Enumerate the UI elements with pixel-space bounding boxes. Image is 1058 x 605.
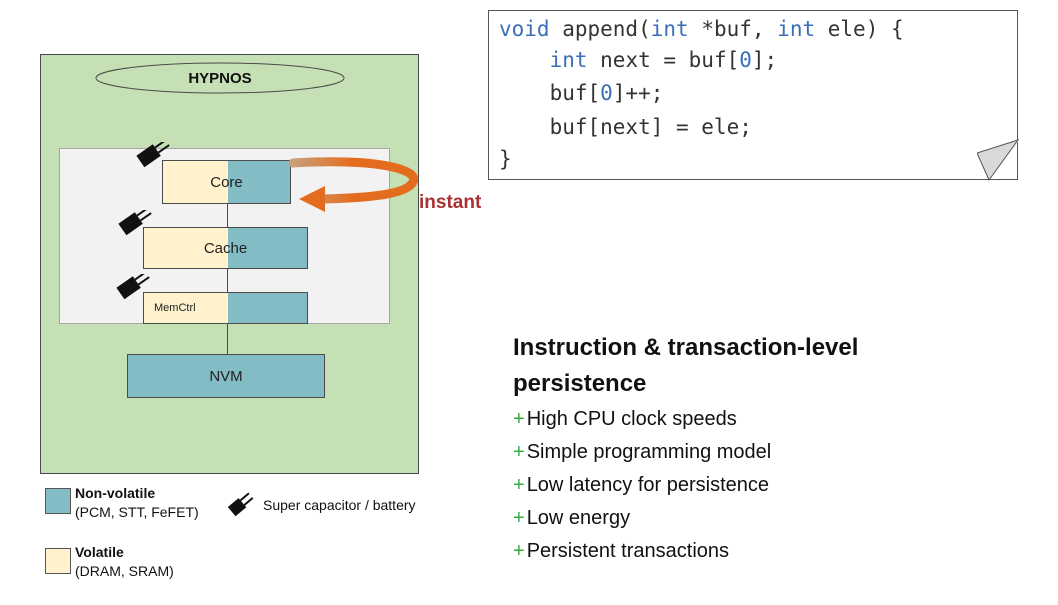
plus-icon: + [513,441,525,463]
code-line-5: } [499,147,512,171]
code-token: ]++; [612,81,664,105]
code-token: 0 [739,48,752,72]
instant-arrow-icon [288,157,419,212]
capacitor-icon-cache [118,210,152,236]
plus-icon: + [513,408,525,430]
volatile-swatch [45,548,71,574]
capacitor-icon-memctrl [116,274,150,300]
code-line-3: buf[0]++; [499,81,664,105]
code-line-4: buf[next] = ele; [499,115,752,139]
code-token: int [650,17,689,41]
nonvolatile-detail: (PCM, STT, FeFET) [75,504,199,520]
code-token: int [549,48,588,72]
code-line-2: int next = buf[0]; [499,48,778,72]
code-line-1: void append(int *buf, int ele) { [499,17,904,41]
feature-text: Low energy [526,507,631,529]
code-token: next = buf[ [587,48,740,72]
cache-label: Cache [203,239,248,257]
code-token: ele) { [815,17,904,41]
nonvolatile-legend: Non-volatile (PCM, STT, FeFET) [75,484,199,522]
memctrl-nvm-link [227,324,228,354]
code-token: 0 [600,81,613,105]
code-token: buf[ [499,81,601,105]
cache-memctrl-link [227,269,228,292]
code-token: buf[next] = ele; [499,115,752,139]
cache-block: Cache [143,227,308,269]
feature-item: +Persistent transactions [513,535,771,568]
code-token: int [777,17,816,41]
features-list: +High CPU clock speeds +Simple programmi… [513,403,771,568]
feature-text: High CPU clock speeds [526,408,737,430]
nonvolatile-swatch [45,488,71,514]
instant-label: instant [419,192,482,213]
feature-item: +Low energy [513,502,771,535]
volatile-detail: (DRAM, SRAM) [75,563,174,579]
memctrl-block: MemCtrl [143,292,308,324]
feature-text: Persistent transactions [526,540,730,562]
capacitor-icon-core [136,142,170,168]
feature-item: +Simple programming model [513,436,771,469]
nvm-block: NVM [127,354,325,398]
capacitor-legend-icon [228,492,254,517]
feature-item: +High CPU clock speeds [513,403,771,436]
capacitor-legend-label: Super capacitor / battery [263,497,416,513]
feature-item: +Low latency for persistence [513,469,771,502]
code-token: append( [549,17,651,41]
code-token: void [499,17,550,41]
feature-text: Simple programming model [526,441,772,463]
hypnos-title-ellipse [95,62,345,94]
plus-icon: + [513,474,525,496]
memctrl-label: MemCtrl [154,302,196,314]
core-block: Core [162,160,291,204]
page-curl-icon [977,139,1019,181]
nonvolatile-title: Non-volatile [75,485,156,501]
volatile-legend: Volatile (DRAM, SRAM) [75,543,174,581]
code-token [499,48,550,72]
plus-icon: + [513,540,525,562]
features-heading: Instruction & transaction-level persiste… [513,334,859,397]
code-token: *buf, [688,17,778,41]
core-cache-link [227,204,228,227]
code-block: void append(int *buf, int ele) { int nex… [488,10,1019,181]
core-label: Core [210,173,243,191]
code-token: ]; [751,48,778,72]
code-token: } [499,147,512,171]
feature-text: Low latency for persistence [526,474,770,496]
plus-icon: + [513,507,525,529]
hypnos-title: HYPNOS [188,69,252,87]
volatile-title: Volatile [75,544,124,560]
nvm-label: NVM [209,367,243,385]
